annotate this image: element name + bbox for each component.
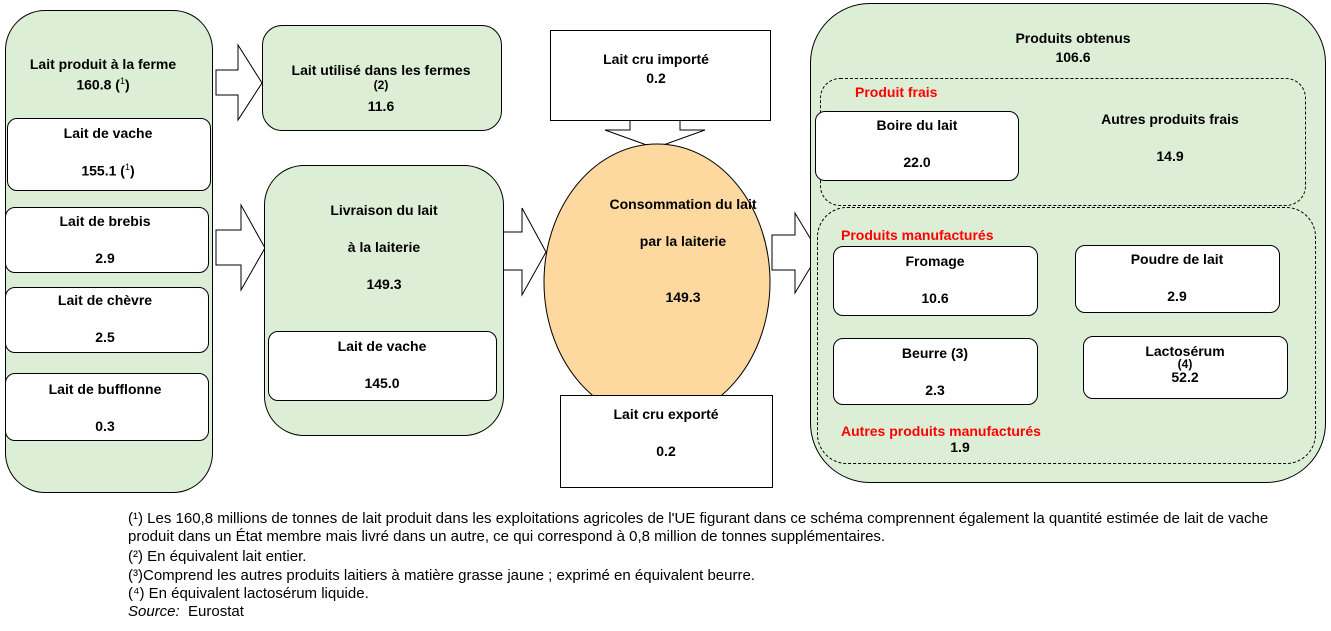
whey-box bbox=[1083, 336, 1288, 399]
source-value: Eurostat bbox=[188, 603, 244, 620]
on-farm-note: (2) bbox=[373, 78, 389, 92]
export-value: 0.2 bbox=[656, 443, 676, 459]
export-label: Lait cru exporté bbox=[613, 406, 719, 422]
on-farm-label: Lait utilisé dans les fermes bbox=[291, 62, 471, 78]
delivery-cow-box bbox=[268, 331, 497, 401]
cheese-value: 10.6 bbox=[921, 290, 949, 306]
source-line: Source: Eurostat bbox=[128, 603, 1308, 621]
products-title: Produits obtenus bbox=[1015, 30, 1131, 46]
delivery-cow-value: 145.0 bbox=[364, 375, 400, 391]
sheep-milk-value: 2.9 bbox=[95, 250, 115, 266]
dairy-consumption-circle bbox=[543, 143, 771, 421]
drinking-milk-label: Boire du lait bbox=[876, 117, 958, 133]
manufactured-heading: Produits manufacturés bbox=[841, 227, 994, 243]
whey-label: Lactosérum bbox=[1145, 343, 1225, 359]
other-fresh-value: 14.9 bbox=[1156, 148, 1184, 164]
arrow-farm-to-delivery bbox=[215, 203, 266, 292]
arrow-dairy-to-products bbox=[771, 211, 820, 295]
milk-powder-label: Poudre de lait bbox=[1130, 251, 1224, 267]
drinking-milk-value: 22.0 bbox=[903, 154, 931, 170]
cheese-label: Fromage bbox=[905, 253, 965, 269]
sheep-milk-label: Lait de brebis bbox=[59, 213, 151, 229]
manufactured-products-group bbox=[817, 207, 1316, 464]
cow-milk-label: Lait de vache bbox=[63, 125, 153, 141]
footnote-4: (⁴) En équivalent lactosérum liquide. bbox=[128, 585, 369, 602]
arrow-import-to-dairy bbox=[604, 119, 706, 149]
butter-label: Beurre (3) bbox=[901, 345, 969, 361]
fresh-heading: Produit frais bbox=[855, 84, 938, 100]
source-label: Source: bbox=[128, 603, 180, 620]
products-value: 106.6 bbox=[1055, 49, 1091, 65]
dairy-value: 149.3 bbox=[665, 289, 701, 305]
sheep-milk-box bbox=[5, 207, 209, 273]
buffalo-milk-box bbox=[5, 373, 209, 441]
other-manufactured-heading: Autres produits manufacturés bbox=[841, 423, 1041, 439]
cheese-box bbox=[833, 246, 1038, 316]
import-label: Lait cru importé bbox=[603, 51, 709, 67]
delivery-cow-label: Lait de vache bbox=[337, 338, 427, 354]
other-manufactured-value: 1.9 bbox=[950, 439, 970, 455]
farm-value: 160.8 (1) bbox=[76, 76, 130, 93]
farm-title: Lait produit à la ferme bbox=[29, 56, 177, 72]
delivery-value: 149.3 bbox=[366, 276, 402, 292]
butter-value: 2.3 bbox=[925, 382, 945, 398]
other-fresh-label: Autres produits frais bbox=[1101, 111, 1239, 127]
footnote-3: (³)Comprend les autres produits laitiers… bbox=[128, 567, 755, 584]
goat-milk-value: 2.5 bbox=[95, 329, 115, 345]
arrow-delivery-to-dairy bbox=[502, 207, 547, 297]
buffalo-milk-value: 0.3 bbox=[95, 418, 115, 434]
drinking-milk-box bbox=[815, 111, 1019, 181]
dairy-line2: par la laiterie bbox=[639, 233, 727, 249]
arrow-farm-to-onfarm bbox=[215, 43, 263, 122]
delivery-line2: à la laiterie bbox=[347, 239, 421, 255]
import-box bbox=[550, 30, 771, 121]
footnote-2: (²) En équivalent lait entier. bbox=[128, 548, 307, 565]
milk-powder-box bbox=[1075, 245, 1280, 313]
buffalo-milk-label: Lait de bufflonne bbox=[48, 381, 162, 397]
on-farm-use-box bbox=[262, 25, 502, 131]
cow-milk-box bbox=[7, 118, 211, 191]
whey-value: 52.2 bbox=[1171, 369, 1199, 385]
on-farm-value: 11.6 bbox=[367, 98, 395, 114]
delivery-line1: Livraison du lait bbox=[330, 202, 438, 218]
butter-box bbox=[833, 338, 1038, 405]
export-box bbox=[560, 395, 773, 488]
milk-powder-value: 2.9 bbox=[1167, 288, 1187, 304]
import-value: 0.2 bbox=[646, 70, 666, 86]
goat-milk-box bbox=[5, 287, 209, 353]
cow-milk-value: 155.1 (1) bbox=[81, 162, 135, 179]
dairy-line1: Consommation du lait bbox=[609, 196, 757, 212]
whey-note: (4) bbox=[1177, 357, 1193, 371]
footnote-1: (¹) Les 160,8 millions de tonnes de lait… bbox=[128, 510, 1269, 545]
goat-milk-label: Lait de chèvre bbox=[57, 292, 153, 308]
